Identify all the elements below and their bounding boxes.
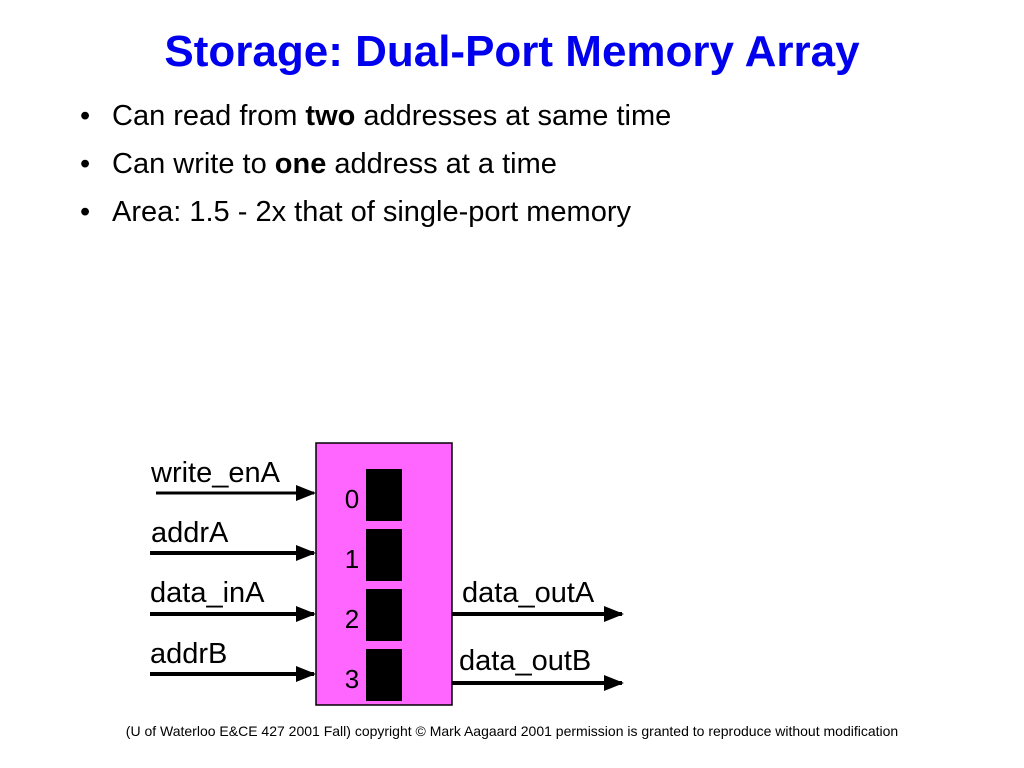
bullet-item: • Area: 1.5 - 2x that of single-port mem… [80,196,671,244]
bullet-list: • Can read from two addresses at same ti… [80,100,671,244]
output-label: data_outB [459,645,591,677]
bullet-text: Area: 1.5 - 2x that of single-port memor… [112,196,631,228]
input-label: write_enA [150,457,281,489]
copyright-footer: (U of Waterloo E&CE 427 2001 Fall) copyr… [125,723,899,739]
bullet-item: • Can read from two addresses at same ti… [80,100,671,148]
input-label: data_inA [150,577,265,609]
bullet-text: Can write to [112,148,275,180]
cell-address-label: 2 [345,604,359,634]
memory-cell [366,589,402,641]
bullet-emphasis: one [274,148,327,180]
output-label: data_outA [462,577,595,609]
bullet-dot: • [80,196,91,228]
bullet-text: Can read from [112,100,306,132]
bullet-dot: • [80,100,91,132]
cell-address-label: 3 [345,664,359,694]
bullet-emphasis: two [305,100,356,132]
memory-cell [366,469,402,521]
bullet-text: addresses at same time [355,100,672,132]
bullet-item: • Can write to one address at a time [80,148,671,196]
input-label: addrA [151,517,229,549]
page-title: Storage: Dual-Port Memory Array [164,27,860,76]
memory-cell [366,529,402,581]
input-label: addrB [150,638,227,670]
memory-cell [366,649,402,701]
bullet-text: address at a time [326,148,557,180]
bullet-dot: • [80,148,91,180]
cell-address-label: 0 [345,484,359,514]
cell-address-label: 1 [345,544,359,574]
